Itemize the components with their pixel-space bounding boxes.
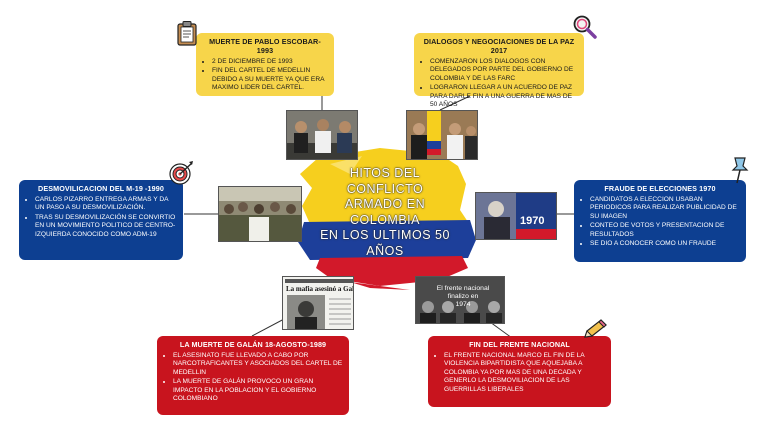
list-item: EL FRENTE NACIONAL MARCO EL FIN DE LA VI… (444, 352, 605, 394)
card-title: LA MUERTE DE GALÁN 18-AGOSTO-1989 (179, 340, 327, 349)
photo-m19 (218, 186, 302, 242)
pencil-icon (582, 318, 608, 345)
center-title: HITOS DEL CONFLICTO ARMADO EN COLOMBIA E… (300, 166, 470, 259)
center-title-line: HITOS DEL (349, 166, 421, 180)
list-item: SE DIO A CONOCER COMO UN FRAUDE (590, 240, 740, 248)
card-list: EL ASESINATO FUE LLEVADO A CABO POR NARC… (163, 352, 343, 403)
fraude-year-label: 1970 (520, 215, 545, 227)
card-title: DESMOVILICACION DEL M-19 -1990 (38, 184, 164, 193)
frente-caption-line: finalizo en (447, 293, 479, 300)
card-title: DIALOGOS Y NEGOCIACIONES DE LA PAZ 2017 (423, 37, 575, 55)
list-item: LOGRARON LLEGAR A UN ACUERDO DE PAZ PARA… (430, 84, 578, 109)
card-escobar: MUERTE DE PABLO ESCOBAR- 1993 2 DE DICIE… (196, 33, 334, 96)
center-title-line: CONFLICTO (346, 181, 424, 196)
list-item: COMENZARON LOS DIALOGOS CON DELEGADOS PO… (430, 58, 578, 83)
photo-galan-newspaper: La mafia asesinó a Galán (282, 276, 354, 330)
colombia-flag-splash (298, 148, 476, 290)
list-item: TRAS SU DESMOVILIZACIÓN SE CONVIRTIO EN … (35, 214, 177, 239)
magnifier-icon (572, 14, 598, 45)
card-paz: DIALOGOS Y NEGOCIACIONES DE LA PAZ 2017 … (414, 33, 584, 108)
list-item: CONTEO DE VOTOS Y PRESENTACION DE RESULT… (590, 222, 740, 239)
card-list: CARLOS PIZARRO ENTREGA ARMAS Y DA UN PAS… (25, 196, 177, 239)
list-item: CANDIDATOS A ELECCION USABAN PERIODICOS … (590, 196, 740, 221)
photo-escobar (286, 110, 358, 160)
frente-caption-line: 1974 (455, 301, 471, 308)
photo-frente: El frente nacional finalizo en 1974 (415, 276, 505, 324)
card-m19: DESMOVILICACION DEL M-19 -1990 CARLOS PI… (19, 180, 183, 260)
list-item: FIN DEL CARTEL DE MEDELLIN DEBIDO A SU M… (212, 67, 328, 92)
frente-caption-line: El frente nacional (436, 285, 490, 292)
list-item: CARLOS PIZARRO ENTREGA ARMAS Y DA UN PAS… (35, 196, 177, 213)
card-galan: LA MUERTE DE GALÁN 18-AGOSTO-1989 EL ASE… (157, 336, 349, 415)
newspaper-headline: La mafia asesinó a Galán (286, 285, 354, 293)
pushpin-icon (730, 156, 750, 189)
card-title: MUERTE DE PABLO ESCOBAR- 1993 (209, 37, 321, 55)
center-title-line: AÑOS (366, 243, 404, 258)
list-item: LA MUERTE DE GALÁN PROVOCO UN GRAN IMPAC… (173, 378, 343, 403)
center-title-line: EN LOS ULTIMOS 50 (320, 228, 450, 242)
photo-paz (406, 110, 478, 160)
card-title: FRAUDE DE ELECCIONES 1970 (604, 184, 716, 193)
list-item: EL ASESINATO FUE LLEVADO A CABO POR NARC… (173, 352, 343, 377)
target-icon (168, 160, 194, 191)
card-list: 2 DE DICIEMBRE DE 1993 FIN DEL CARTEL DE… (202, 58, 328, 93)
list-item: 2 DE DICIEMBRE DE 1993 (212, 58, 328, 66)
card-list: CANDIDATOS A ELECCION USABAN PERIODICOS … (580, 196, 740, 248)
card-title: FIN DEL FRENTE NACIONAL (469, 340, 570, 349)
card-fraude: FRAUDE DE ELECCIONES 1970 CANDIDATOS A E… (574, 180, 746, 262)
center-title-line: ARMADO EN (344, 197, 426, 211)
newspaper-masthead (285, 279, 353, 283)
card-list: EL FRENTE NACIONAL MARCO EL FIN DE LA VI… (434, 352, 605, 394)
card-list: COMENZARON LOS DIALOGOS CON DELEGADOS PO… (420, 58, 578, 109)
card-frente: FIN DEL FRENTE NACIONAL EL FRENTE NACION… (428, 336, 611, 407)
photo-fraude: 1970 (475, 192, 557, 240)
center-title-line: COLOMBIA (350, 212, 420, 227)
clipboard-icon (176, 20, 198, 51)
frente-caption: El frente nacional finalizo en 1974 (426, 285, 500, 309)
